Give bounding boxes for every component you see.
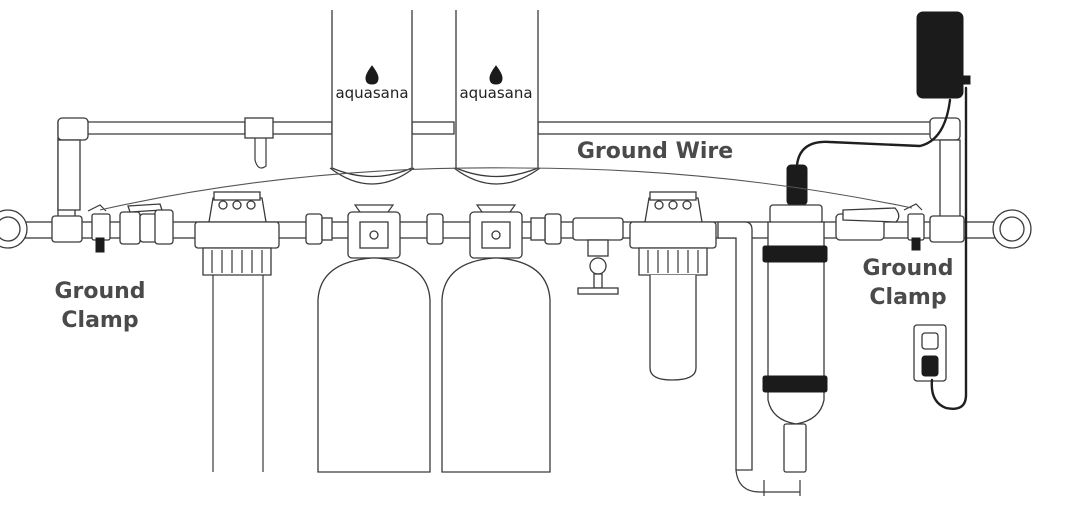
ground-clamp-right-label-line2: Clamp (869, 285, 946, 310)
uv-feed-pipe (717, 221, 800, 493)
water-drop-logo-icon (489, 65, 503, 85)
ground-clamp-left-label-line1: Ground (54, 279, 145, 304)
power-adapter (916, 11, 971, 99)
ground-clamp-left-label-line2: Clamp (61, 308, 138, 333)
ground-clamp-right-label-line1: Ground (862, 256, 953, 281)
wall-outlet (913, 324, 947, 382)
right-valve (835, 207, 900, 241)
water-drop-logo-icon (365, 65, 379, 85)
tank-left (317, 10, 431, 473)
tank-right (441, 10, 551, 473)
uv-lamp-icon (786, 164, 808, 206)
tank-left-brand-text: aquasana (335, 84, 408, 102)
tank-left-brand: aquasana (335, 65, 409, 102)
union-fittings (305, 213, 562, 245)
pre-filter-left (194, 191, 280, 472)
power-adapter-icon (916, 11, 964, 99)
tank-right-brand: aquasana (459, 65, 533, 102)
uv-lamp (762, 164, 828, 496)
power-cords (795, 86, 968, 410)
post-filter-right (629, 191, 717, 381)
ground-wire (99, 167, 913, 211)
ground-clamp-right (903, 203, 925, 251)
shutoff-valve-left (119, 203, 174, 245)
ground-wire-label: Ground Wire (577, 139, 733, 164)
tank-right-brand-text: aquasana (459, 84, 532, 102)
sample-valve (572, 217, 624, 295)
